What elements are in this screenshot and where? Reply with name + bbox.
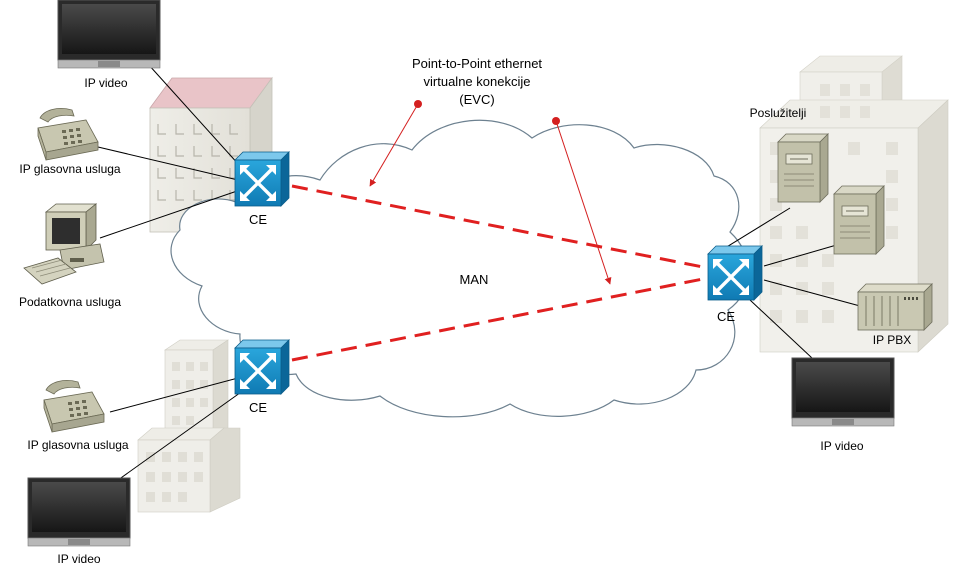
tv-icon <box>57 0 161 69</box>
callout-dot <box>552 117 560 125</box>
tv-icon <box>27 477 131 547</box>
ce-switch-icon <box>233 338 291 396</box>
ce-label-bottom-left: CE <box>249 400 267 415</box>
building-bottom-left <box>137 339 241 513</box>
ce-switch-icon <box>706 244 764 302</box>
man-cloud <box>170 119 750 418</box>
evc-label-line2: virtualne konekcije <box>424 74 531 89</box>
evc-callouts <box>369 100 612 285</box>
data-service-label: Podatkovna usluga <box>19 295 121 309</box>
ce-label-top-left: CE <box>249 212 267 227</box>
ce-switch-icon <box>233 150 291 208</box>
ip-video-bottom-label: IP video <box>57 552 100 566</box>
ip-voice-bottom-label: IP glasovna usluga <box>27 438 129 452</box>
tv-icon <box>791 357 895 427</box>
server-icon <box>777 133 829 203</box>
phone-icon <box>43 379 105 433</box>
ip-video-right-label: IP video <box>820 439 863 453</box>
ip-voice-top-label: IP glasovna usluga <box>19 162 121 176</box>
ce-label-right: CE <box>717 309 735 324</box>
pbx-icon <box>857 283 933 331</box>
phone-icon <box>37 107 99 161</box>
ip-pbx-label: IP PBX <box>873 333 911 347</box>
server-icon <box>833 185 885 255</box>
man-label: MAN <box>460 272 489 287</box>
evc-label-line1: Point-to-Point ethernet <box>412 56 542 71</box>
computer-icon <box>23 203 105 285</box>
callout-dot <box>414 100 422 108</box>
evc-links <box>291 184 709 362</box>
evc-label-line3: (EVC) <box>459 92 494 107</box>
ip-video-top-label: IP video <box>84 76 127 90</box>
servers-label: Poslužitelji <box>750 106 807 120</box>
device-links <box>97 63 861 481</box>
